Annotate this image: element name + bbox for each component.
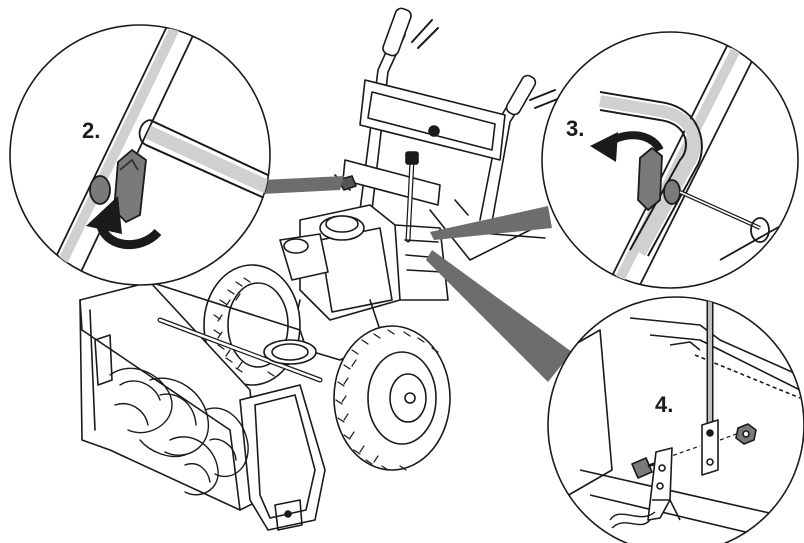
rotate-counterclockwise-arrow-icon <box>590 131 664 162</box>
auger-housing <box>79 281 326 531</box>
callout-pointer-step-4 <box>426 250 572 382</box>
augers <box>109 367 249 496</box>
callout-pointers <box>262 176 572 382</box>
detail-inset-step-4: 4. <box>547 296 804 543</box>
rotate-clockwise-arrow-icon <box>86 196 162 250</box>
detail-inset-step-3: 3. <box>541 31 799 289</box>
right-tire <box>333 325 451 471</box>
callout-pointer-step-2 <box>262 176 344 194</box>
engine <box>279 204 449 341</box>
callout-pointer-step-3 <box>430 206 552 240</box>
step-2-label: 2. <box>82 118 100 143</box>
step-4-label: 4. <box>655 392 673 417</box>
detail-inset-step-2: 2. <box>9 24 271 286</box>
snowblower-illustration <box>79 7 561 531</box>
step-3-label: 3. <box>566 116 584 141</box>
